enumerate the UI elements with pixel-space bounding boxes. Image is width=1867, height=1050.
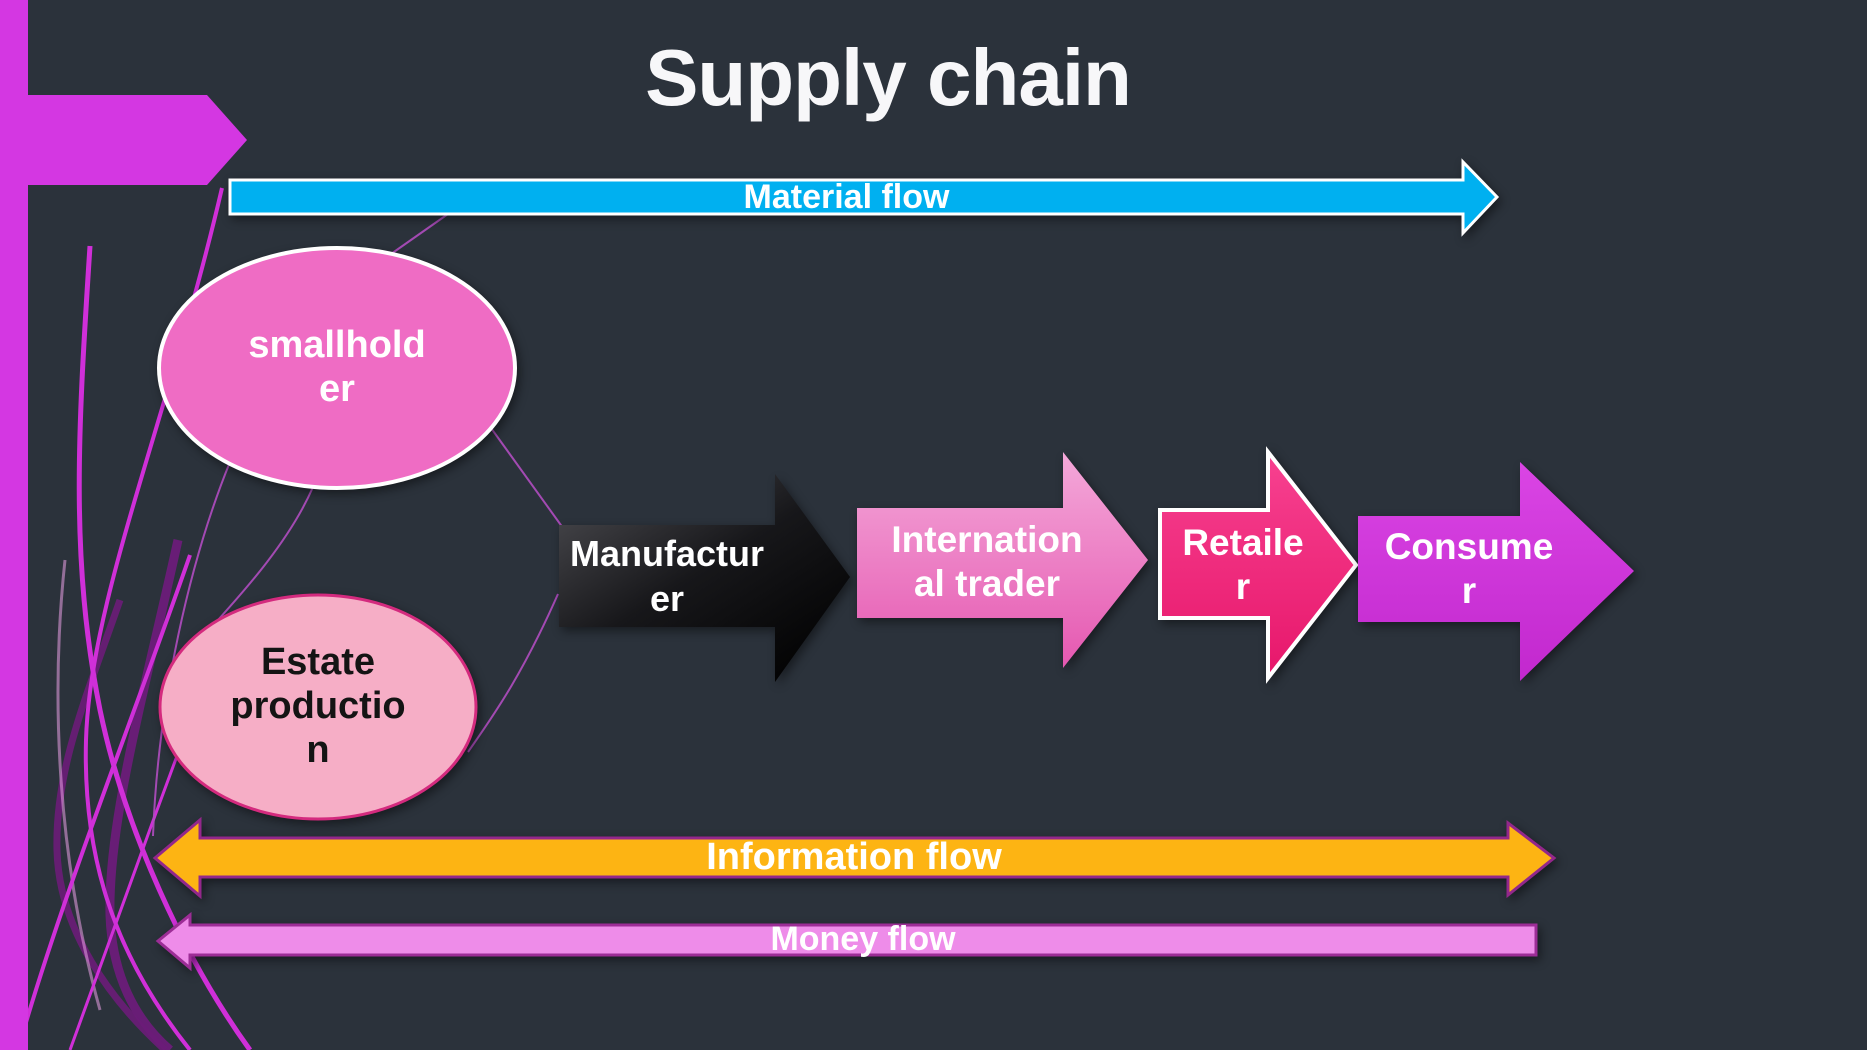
- smallholder-ellipse: [157, 246, 517, 490]
- connector-smallholder-informationflow: [152, 461, 231, 837]
- manufacturer-arrow: [559, 474, 850, 682]
- slide-title: Supply chain: [645, 33, 1132, 122]
- retailer-arrow: [1158, 446, 1359, 684]
- connector-lines: [152, 213, 564, 837]
- material-flow-arrow: [228, 158, 1500, 237]
- title-banner-arrow: [28, 95, 247, 185]
- consumer-arrow: [1358, 462, 1634, 681]
- connector-smallholder-manufacturer: [490, 427, 564, 529]
- connector-materialflow-smallholder: [390, 213, 449, 255]
- money-flow-arrow: [155, 911, 1538, 972]
- international-trader-arrow: [857, 452, 1148, 668]
- estate-production-ellipse: [158, 593, 478, 821]
- connector-smallholder-estate: [217, 486, 314, 621]
- information-flow-arrow: [152, 816, 1557, 900]
- connector-manufacturer-estate: [467, 593, 559, 753]
- left-accent-bar: [0, 0, 28, 1050]
